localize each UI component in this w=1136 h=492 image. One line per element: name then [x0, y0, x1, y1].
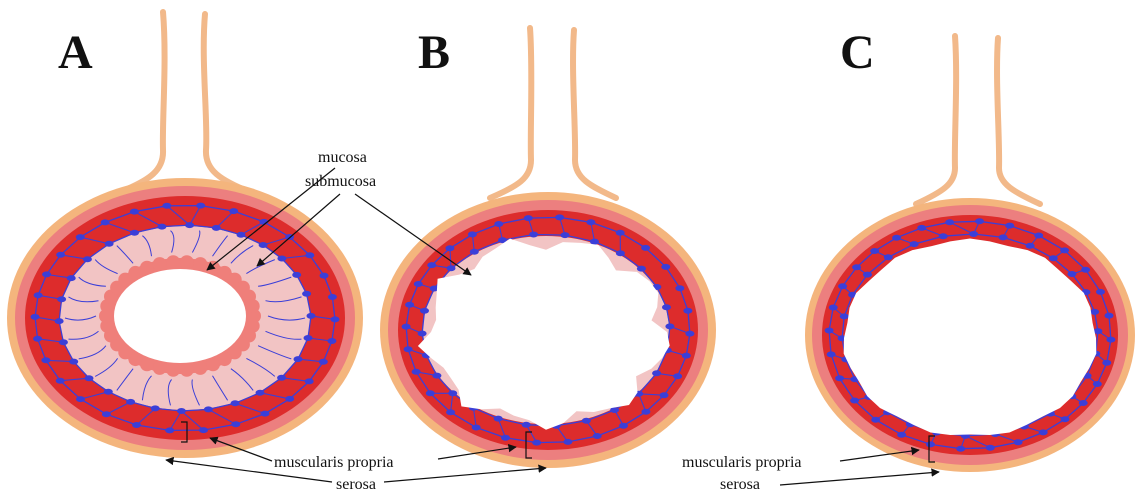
label-muscularis-propria-c: muscularis propria [682, 454, 802, 471]
vessel-node [1090, 309, 1099, 315]
panel-a-letter: A [58, 26, 93, 79]
mucosal-fold [153, 361, 167, 375]
panel-b-letter: B [418, 26, 450, 79]
arrow-serosa-b [384, 468, 546, 482]
label-muscularis-propria-a: muscularis propria [274, 454, 394, 471]
mucosal-fold [140, 261, 154, 275]
vessel-node [328, 294, 337, 300]
vessel-node [320, 273, 329, 279]
mucosal-fold [206, 357, 220, 371]
vessel-node [1096, 289, 1105, 295]
mucosal-fold [166, 255, 180, 269]
arrow-serosa-c [780, 472, 939, 485]
label-submucosa: submucosa [305, 173, 376, 190]
mucosal-fold [153, 257, 167, 271]
mucosal-fold [180, 363, 194, 377]
panel-c: C [805, 26, 1135, 472]
mucosal-fold [246, 299, 260, 313]
panel-b-mesentery [490, 28, 616, 198]
label-mucosa: mucosa [318, 149, 367, 166]
mucosal-fold [180, 255, 194, 269]
vessel-node [683, 308, 692, 314]
panel-a-lumen [114, 269, 246, 363]
vessel-node [675, 285, 684, 291]
vessel-node [662, 304, 671, 310]
label-serosa-a: serosa [336, 476, 376, 492]
mucosal-fold [193, 257, 207, 271]
mucosal-fold [193, 361, 207, 375]
vessel-node [661, 264, 670, 270]
panel-c-mesentery [916, 36, 1040, 204]
label-serosa-c: serosa [720, 476, 760, 492]
panel-a: A [7, 12, 363, 458]
vessel-node [641, 245, 650, 251]
panel-c-letter: C [840, 26, 875, 79]
vessel-node [637, 266, 646, 272]
panel-a-mesentery [120, 12, 250, 192]
vessel-node [292, 272, 301, 278]
mucosal-fold [166, 363, 180, 377]
vessel-node [1105, 313, 1114, 319]
vessel-node [302, 291, 311, 297]
